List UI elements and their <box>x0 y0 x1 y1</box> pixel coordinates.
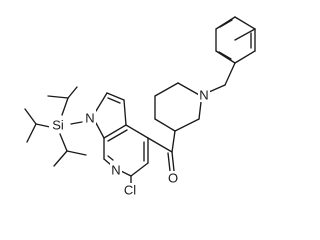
pyrrole-double-bond <box>107 97 121 104</box>
piperidine-bond <box>174 118 200 132</box>
pyridine-bond <box>103 124 127 139</box>
carbonyl-double-bond <box>167 152 171 172</box>
pyridine-bond <box>125 124 149 139</box>
oxygen-label: O <box>167 171 180 186</box>
benzene-double-bond <box>218 51 232 60</box>
nitrogen-piperidine-label: N <box>198 87 210 103</box>
silicon-label: Si <box>49 118 68 133</box>
nitrogen-pyrrole-text: N <box>85 111 94 126</box>
pyrrole-bond <box>106 92 125 101</box>
piperidine-bond <box>177 82 202 97</box>
tips-bond <box>59 133 68 152</box>
carbonyl-link-bond <box>147 137 173 153</box>
oxygen-text: O <box>168 171 178 186</box>
nitrogen-pyrrole-label: N <box>84 110 96 126</box>
nitrogen-piperidine-text: N <box>199 88 208 103</box>
pyridine-bond <box>130 162 149 177</box>
chlorine-text: Cl <box>124 183 136 198</box>
benzene-bond <box>234 50 256 64</box>
tips-bond <box>66 150 87 156</box>
pyrrole-bond <box>95 122 105 139</box>
tips-bond <box>53 150 68 167</box>
tips-bond <box>67 86 78 99</box>
tips-bond <box>24 108 37 125</box>
benzene-bond <box>215 50 236 64</box>
pyridine-bond <box>120 170 132 177</box>
atom-labels: N N N Si O Cl <box>49 87 210 198</box>
benzyl-ch2-bond <box>208 84 226 93</box>
carbonyl-link-bond <box>171 130 176 153</box>
piperidine-bond <box>154 82 179 97</box>
tips-bond <box>61 97 69 116</box>
tips-bond <box>26 123 37 143</box>
silicon-text: Si <box>52 118 64 133</box>
benzene-bond <box>234 28 256 41</box>
chlorine-label: Cl <box>121 183 140 198</box>
nitrogen-pyridine-label: N <box>110 163 122 178</box>
molecule-structure-diagram: N N N Si O Cl <box>24 16 256 198</box>
pyridine-bond <box>103 158 112 166</box>
piperidine-bond <box>198 101 202 120</box>
pyrrole-bond <box>95 92 108 112</box>
pyridine-double-bond <box>107 155 114 161</box>
piperidine-bond <box>154 118 176 132</box>
benzene-double-bond <box>219 19 233 28</box>
tips-bond <box>47 95 69 99</box>
bonds <box>24 16 256 184</box>
pyrrole-bond <box>123 99 127 126</box>
nitrogen-pyridine-text: N <box>111 163 120 178</box>
benzyl-ch2-bond <box>224 62 236 86</box>
carbonyl-double-bond <box>171 151 175 172</box>
n-si-bond <box>70 121 83 125</box>
tips-bond <box>35 123 51 128</box>
benzene-bond <box>215 16 236 30</box>
pyridine-double-bond <box>107 129 128 142</box>
benzene-bond <box>234 16 256 30</box>
